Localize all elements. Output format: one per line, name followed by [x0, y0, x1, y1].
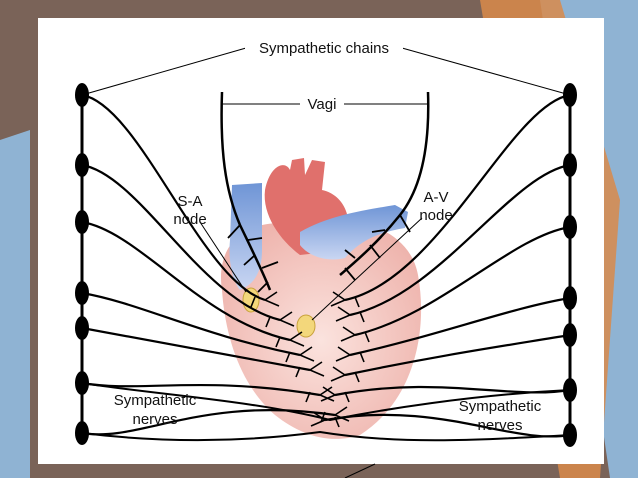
sa-node-label-line2: node — [173, 211, 206, 228]
right-ganglion — [563, 378, 577, 402]
left-ganglion — [75, 210, 89, 234]
right-sympathetic-nerve — [354, 225, 571, 337]
bottom-nerve-plexus — [81, 430, 571, 442]
sympathetic-chains-label: Sympathetic chains — [259, 40, 389, 57]
sympathetic-nerves-left-line2: nerves — [132, 411, 177, 428]
vagus-nerves — [220, 91, 430, 293]
right-ganglion — [563, 153, 577, 177]
sympathetic-nerves-right-line1: Sympathetic — [459, 398, 542, 415]
blue-accent-left — [0, 130, 30, 478]
right-vagus — [339, 91, 430, 276]
right-ganglion — [563, 423, 577, 447]
left-nerve-branch — [265, 311, 295, 328]
heart-body — [220, 220, 422, 439]
sa-node-label-line1: S-A — [177, 193, 202, 210]
left-nerve-branch — [285, 346, 315, 363]
chain-leader-right — [401, 47, 571, 96]
chain-leader-left — [81, 47, 247, 96]
right-nerve-branch — [320, 386, 350, 403]
av-leader — [311, 217, 423, 321]
left-sympathetic-nerve — [81, 163, 281, 322]
nerve-fibers — [81, 93, 571, 442]
decorative-line — [344, 463, 376, 478]
sympathetic-nerves-left-line1: Sympathetic — [114, 392, 197, 409]
right-sympathetic-nerve — [344, 93, 571, 302]
right-nerve-branch — [340, 326, 370, 343]
left-vagus — [220, 91, 272, 291]
av-node-label-line2: node — [419, 207, 452, 224]
right-ganglion — [563, 323, 577, 347]
av-node-label-line1: A-V — [423, 189, 448, 206]
left-ganglion — [75, 316, 89, 340]
leader-lines — [81, 47, 571, 321]
left-nerve-branch — [295, 361, 325, 378]
right-sympathetic-nerve — [349, 163, 571, 317]
left-ganglion — [75, 281, 89, 305]
ganglia — [75, 83, 577, 447]
left-ganglion — [75, 371, 89, 395]
vagi-label-bg — [300, 94, 344, 114]
left-sympathetic-nerve — [81, 291, 301, 357]
chain-label-bg — [245, 38, 403, 58]
sympathetic-nerves-right-line2: nerves — [477, 417, 522, 434]
left-ganglion — [75, 153, 89, 177]
vagus-branches — [227, 214, 411, 293]
left-ganglion — [75, 421, 89, 445]
right-nerve-branch — [335, 346, 365, 363]
right-ganglion — [563, 286, 577, 310]
left-sympathetic-nerve — [81, 93, 266, 302]
left-nerve-branch — [275, 331, 305, 348]
right-nerve-branch — [330, 366, 360, 383]
right-nerve-branch — [335, 306, 365, 323]
right-nerve-branch — [330, 291, 360, 308]
lower-nerve-plexus — [81, 382, 571, 422]
vagi-label: Vagi — [308, 96, 337, 113]
right-sympathetic-nerve — [349, 296, 571, 357]
left-sympathetic-nerve — [81, 220, 291, 342]
right-sympathetic-nerve — [344, 333, 571, 377]
sa-leader — [199, 221, 247, 293]
left-sympathetic-nerve — [81, 326, 311, 372]
right-ganglion — [563, 215, 577, 239]
pulmonary-vessels — [300, 205, 408, 260]
left-nerve-branch — [250, 291, 280, 308]
heart — [220, 158, 422, 439]
